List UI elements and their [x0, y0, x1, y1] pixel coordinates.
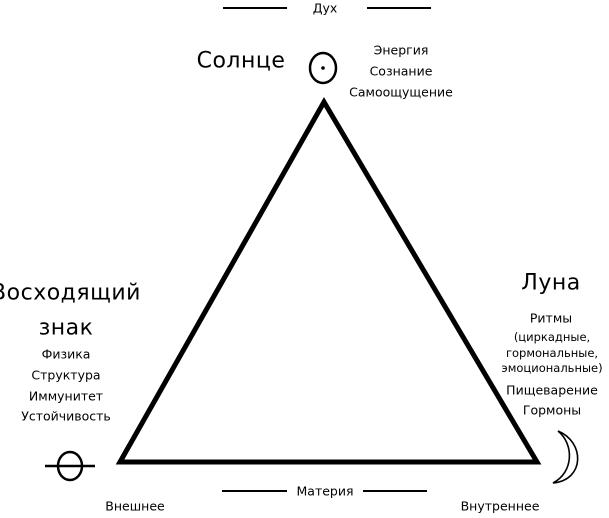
ascendant-item: Устойчивость: [21, 408, 111, 424]
moon-item: Пищеварение: [506, 382, 598, 398]
external-label: Внешнее: [105, 498, 165, 514]
earth-symbol-icon: [45, 450, 95, 482]
moon-item: Ритмы: [529, 310, 573, 326]
ascendant-title-line2: знак: [38, 315, 94, 341]
moon-item: эмоциональные): [501, 361, 603, 375]
moon-crescent-icon: [552, 430, 579, 484]
triangle: [115, 97, 542, 465]
matter-label: Материя: [296, 483, 354, 499]
spirit-label: Дух: [312, 0, 338, 16]
internal-label: Внутреннее: [460, 498, 540, 514]
moon-title: Луна: [521, 270, 581, 296]
sun-title: Солнце: [196, 48, 286, 74]
sun-symbol-icon: [308, 51, 338, 85]
moon-item: гормональные,: [505, 346, 599, 360]
ascendant-title: Восходящий: [0, 280, 141, 306]
sun-item: Энергия: [373, 42, 429, 58]
sun-item: Сознание: [369, 63, 433, 79]
ascendant-item: Иммунитет: [28, 388, 104, 404]
ascendant-item: Структура: [31, 367, 101, 383]
moon-item: Гормоны: [522, 402, 582, 418]
sun-item: Самоощущение: [349, 84, 453, 100]
moon-item: (циркадные,: [513, 330, 591, 344]
ascendant-item: Физика: [41, 346, 91, 362]
